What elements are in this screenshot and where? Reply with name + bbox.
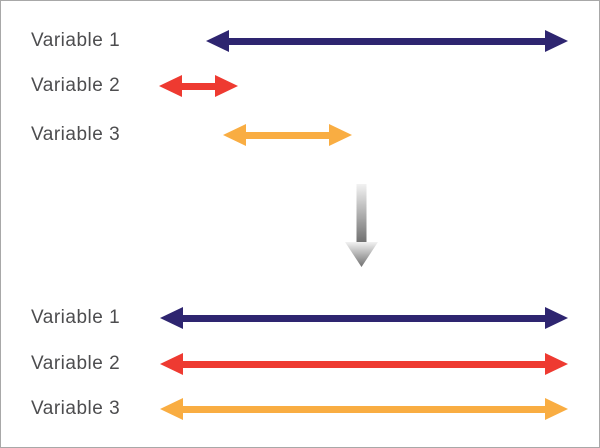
arrowhead-right-icon: [215, 75, 238, 97]
range-arrow: [223, 124, 352, 146]
arrow-shaft: [225, 37, 549, 45]
variable-label: Variable 1: [31, 307, 121, 328]
range-arrow: [160, 307, 568, 329]
arrowhead-left-icon: [160, 307, 183, 329]
arrowhead-right-icon: [545, 30, 568, 52]
range-arrow: [206, 30, 568, 52]
arrowhead-right-icon: [545, 398, 568, 420]
variable-row: Variable 2: [1, 353, 599, 375]
arrow-shaft: [179, 314, 549, 322]
transform-down-arrow-icon: [345, 184, 378, 267]
arrow-shaft: [178, 82, 219, 90]
arrow-shaft: [179, 405, 549, 413]
variable-label: Variable 1: [31, 30, 121, 51]
range-arrow: [159, 75, 238, 97]
arrowhead-left-icon: [223, 124, 246, 146]
arrowhead-left-icon: [160, 398, 183, 420]
variable-label: Variable 2: [31, 353, 121, 374]
arrowhead-left-icon: [160, 353, 183, 375]
variable-row: Variable 3: [1, 398, 599, 420]
variable-row: Variable 1: [1, 307, 599, 329]
arrowhead-right-icon: [545, 307, 568, 329]
variable-row: Variable 2: [1, 75, 599, 97]
arrowhead-left-icon: [159, 75, 182, 97]
arrow-shaft: [179, 360, 549, 368]
range-arrow: [160, 398, 568, 420]
variable-row: Variable 1: [1, 30, 599, 52]
range-arrow: [160, 353, 568, 375]
variable-label: Variable 2: [31, 75, 121, 96]
arrowhead-right-icon: [545, 353, 568, 375]
variable-row: Variable 3: [1, 124, 599, 146]
variable-label: Variable 3: [31, 398, 121, 419]
variable-label: Variable 3: [31, 124, 121, 145]
arrowhead-left-icon: [206, 30, 229, 52]
arrow-shaft: [242, 131, 333, 139]
arrowhead-right-icon: [329, 124, 352, 146]
